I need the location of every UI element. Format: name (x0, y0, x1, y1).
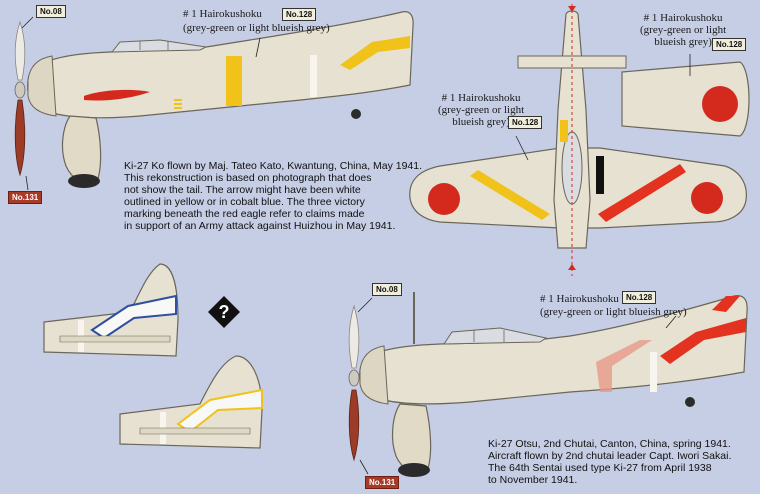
wheel-ko (68, 174, 100, 188)
caption-line: Aircraft flown by 2nd chutai leader Capt… (488, 450, 732, 462)
paint-number-badge: No.128 (622, 291, 657, 304)
caption-line: in support of an Army attack against Hui… (124, 220, 396, 232)
caption-line: This rekonstruction is based on photogra… (124, 172, 372, 184)
color-description: (grey-green or light blueish grey) (183, 22, 330, 34)
paint-number-badge: No.08 (372, 283, 402, 296)
propeller-otsu (348, 389, 360, 462)
color-name-text: # 1 Hairokushoku (643, 12, 723, 24)
color-name-label: # 1 Hairokushoku (540, 293, 619, 305)
aircraft-plan-view (409, 4, 747, 276)
eagle-marking-ko (84, 89, 150, 101)
hinomaru-plan-left (428, 183, 460, 215)
caption-line: marking beneath the red eagle refer to c… (124, 208, 365, 220)
tail-option-yellow (119, 355, 263, 449)
hinomaru-plan-right (691, 182, 723, 214)
caption-line: to November 1941. (488, 474, 578, 486)
propeller-ko (14, 99, 26, 177)
tail-option-blue (43, 263, 179, 357)
wheel-otsu (398, 463, 430, 477)
color-name-text: # 1 Hairokushoku (183, 8, 262, 20)
color-description: blueish grey) (640, 36, 726, 48)
caption-line: Ki-27 Otsu, 2nd Chutai, Canton, China, s… (488, 438, 731, 450)
caption-line: The 64th Sentai used type Ki-27 from Apr… (488, 462, 712, 474)
color-description-tail: blueish grey) (654, 36, 712, 48)
color-description: (grey-green or light (438, 104, 525, 116)
color-description: (grey-green or light blueish grey) (540, 306, 687, 318)
canopy-ko (110, 39, 208, 53)
aircraft-otsu-profile (348, 292, 748, 477)
caption-line: outlined in yellow or in cobalt blue. Th… (124, 196, 365, 208)
color-description: (grey-green or light (640, 24, 727, 36)
wing-color-label: # 1 Hairokushoku (grey-green or light bl… (640, 12, 726, 48)
paint-number-badge: No.128 (282, 8, 317, 21)
tail-arrow-otsu (660, 318, 746, 364)
color-name-label: # 1 Hairokushoku (183, 8, 262, 20)
color-description-tail: blueish grey) (452, 116, 510, 128)
paint-number-badge: No.08 (36, 5, 66, 18)
caption-ki27-ko: Ki-27 Ko flown by Maj. Tateo Kato, Kwant… (124, 160, 422, 232)
caption-ki27-otsu: Ki-27 Otsu, 2nd Chutai, Canton, China, s… (488, 438, 731, 486)
hinomaru-wing-panel (702, 86, 738, 122)
paint-number-badge-red: No.131 (8, 191, 43, 204)
wing-underside-panel (621, 54, 750, 137)
paint-number-badge-red: No.131 (365, 476, 400, 489)
red-band-otsu (596, 340, 652, 392)
color-description: blueish grey) (438, 116, 524, 128)
aircraft-ko-profile (14, 11, 414, 191)
yellow-band-ko (226, 56, 242, 106)
caption-line: Ki-27 Ko flown by Maj. Tateo Kato, Kwant… (124, 160, 423, 172)
caption-line: not show the tail. The arrow might have … (124, 184, 361, 196)
paint-number-badge: No.128 (508, 116, 543, 129)
question-diamond (208, 296, 240, 328)
question-mark: ? (218, 302, 230, 322)
color-name-text: # 1 Hairokushoku (441, 92, 521, 104)
tail-arrow-ko (340, 36, 410, 70)
paint-number-badge: No.128 (712, 38, 747, 51)
fuselage-plan (553, 10, 591, 249)
color-name-text: # 1 Hairokushoku (540, 293, 619, 305)
plan-color-label: # 1 Hairokushoku (grey-green or light bl… (438, 92, 524, 128)
